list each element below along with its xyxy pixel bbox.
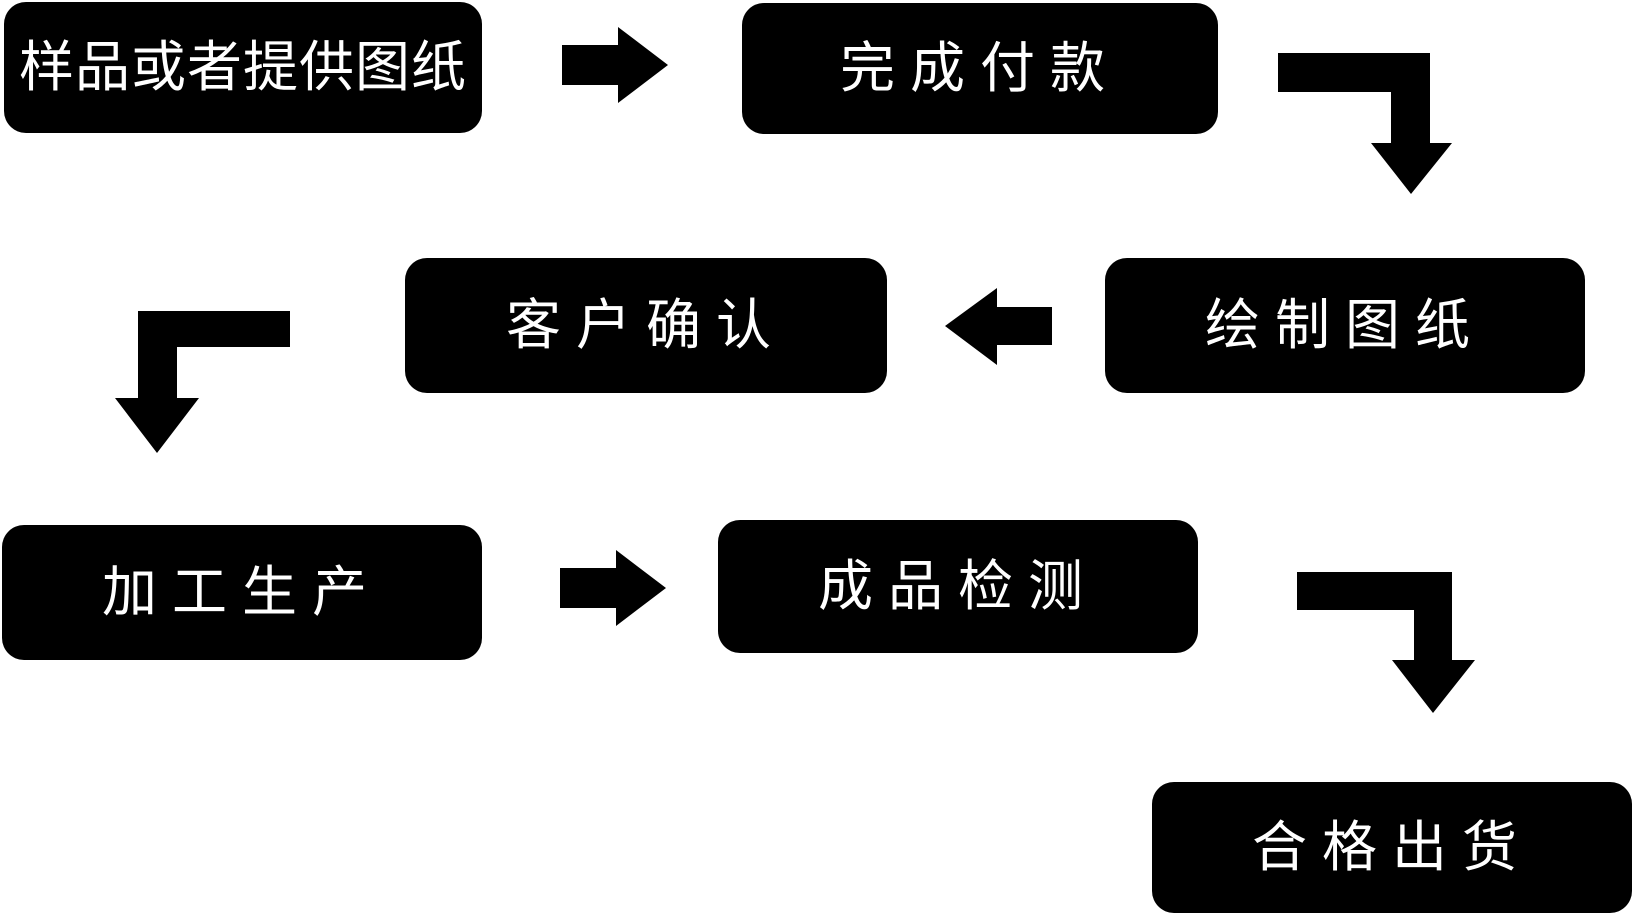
node-label: 合格出货 <box>1251 815 1532 879</box>
arrow-right-icon <box>562 27 668 103</box>
node-processing-production: 加工生产 <box>2 525 482 660</box>
node-label: 完成付款 <box>839 36 1120 100</box>
node-label: 加工生产 <box>101 560 382 624</box>
arrow-elbow-left-down-icon <box>115 311 290 453</box>
arrow-elbow-right-down-icon <box>1297 572 1475 713</box>
node-label: 样品或者提供图纸 <box>18 35 467 99</box>
node-complete-payment: 完成付款 <box>742 3 1218 134</box>
arrow-left-icon <box>945 288 1052 365</box>
node-product-inspection: 成品检测 <box>718 520 1198 653</box>
node-customer-confirmation: 客户确认 <box>405 258 887 393</box>
node-draw-drawings: 绘制图纸 <box>1105 258 1585 393</box>
node-label: 成品检测 <box>817 554 1098 618</box>
node-sample-or-drawings: 样品或者提供图纸 <box>4 2 482 133</box>
arrow-elbow-right-down-icon <box>1278 53 1452 194</box>
node-label: 客户确认 <box>505 293 786 357</box>
arrow-right-icon <box>560 550 666 626</box>
node-qualified-shipment: 合格出货 <box>1152 782 1632 913</box>
node-label: 绘制图纸 <box>1204 293 1485 357</box>
